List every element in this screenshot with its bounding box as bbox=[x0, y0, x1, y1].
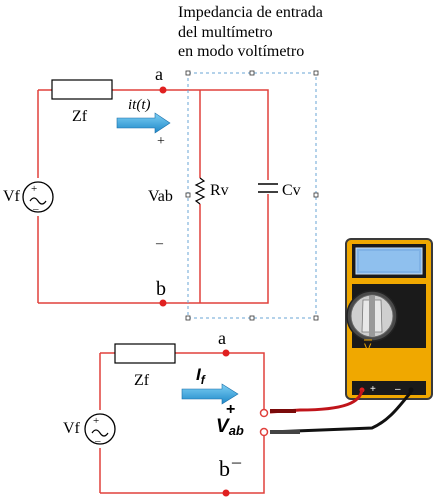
bottom-voltage-source: + – bbox=[84, 413, 116, 447]
top-vab-label: Vab bbox=[148, 188, 173, 205]
top-voltage-source: + – bbox=[22, 181, 54, 215]
rv-resistor bbox=[194, 177, 206, 205]
red-probe-lead[interactable] bbox=[269, 389, 364, 414]
title-line-3: en modo voltímetro bbox=[178, 43, 304, 60]
title-line-2: del multímetro bbox=[178, 24, 273, 41]
probe-terminal-plus bbox=[259, 408, 269, 418]
bottom-node-a-label: a bbox=[218, 328, 226, 348]
bottom-current-arrow bbox=[181, 383, 239, 405]
bottom-zf-label: Zf bbox=[134, 372, 150, 389]
top-node-b bbox=[159, 299, 167, 307]
black-probe-lead[interactable] bbox=[269, 391, 413, 434]
bottom-vab-main: V bbox=[216, 416, 230, 437]
top-minus-sign: – bbox=[155, 236, 164, 251]
bottom-minus-sign: _ bbox=[231, 445, 242, 465]
bottom-vab-label: Vab bbox=[216, 416, 244, 438]
top-plus-sign: + bbox=[157, 134, 165, 149]
mode-symbol: V bbox=[364, 342, 372, 354]
svg-text:–: – bbox=[94, 435, 101, 447]
top-zf-label: Zf bbox=[72, 108, 88, 125]
multimeter: V + – bbox=[345, 238, 433, 400]
bottom-circuit-wires bbox=[99, 352, 265, 494]
bottom-node-b bbox=[222, 489, 230, 497]
top-circuit-wires bbox=[37, 89, 269, 304]
bottom-node-b-label: b bbox=[219, 456, 230, 481]
bottom-current-label: If bbox=[196, 365, 206, 387]
bottom-zf-impedance bbox=[114, 343, 176, 364]
meter-minus-label: – bbox=[395, 384, 401, 395]
svg-text:+: + bbox=[31, 183, 37, 195]
svg-text:–: – bbox=[32, 203, 39, 215]
top-node-a-label: a bbox=[155, 64, 163, 84]
bottom-node-a bbox=[222, 349, 230, 357]
top-node-a bbox=[159, 86, 167, 94]
top-zf-impedance bbox=[51, 79, 113, 100]
meter-plus-label: + bbox=[370, 384, 376, 395]
cv-label: Cv bbox=[282, 182, 301, 199]
top-current-arrow bbox=[116, 112, 171, 134]
probe-terminal-minus bbox=[259, 427, 269, 437]
bottom-current-main: I bbox=[196, 365, 202, 384]
bottom-plus-sign: + bbox=[226, 401, 235, 418]
bottom-vf-label: Vf bbox=[63, 420, 81, 437]
bottom-vab-sub: ab bbox=[229, 423, 244, 438]
svg-text:+: + bbox=[93, 415, 99, 427]
multimeter-impedance-box bbox=[185, 70, 319, 321]
top-node-b-label: b bbox=[156, 278, 166, 300]
rv-label: Rv bbox=[210, 182, 229, 199]
top-current-label: it(t) bbox=[128, 97, 151, 113]
title-line-1: Impedancia de entrada bbox=[178, 4, 323, 21]
top-vf-label: Vf bbox=[3, 188, 21, 205]
bottom-current-sub: f bbox=[201, 373, 206, 387]
cv-capacitor bbox=[258, 180, 278, 194]
